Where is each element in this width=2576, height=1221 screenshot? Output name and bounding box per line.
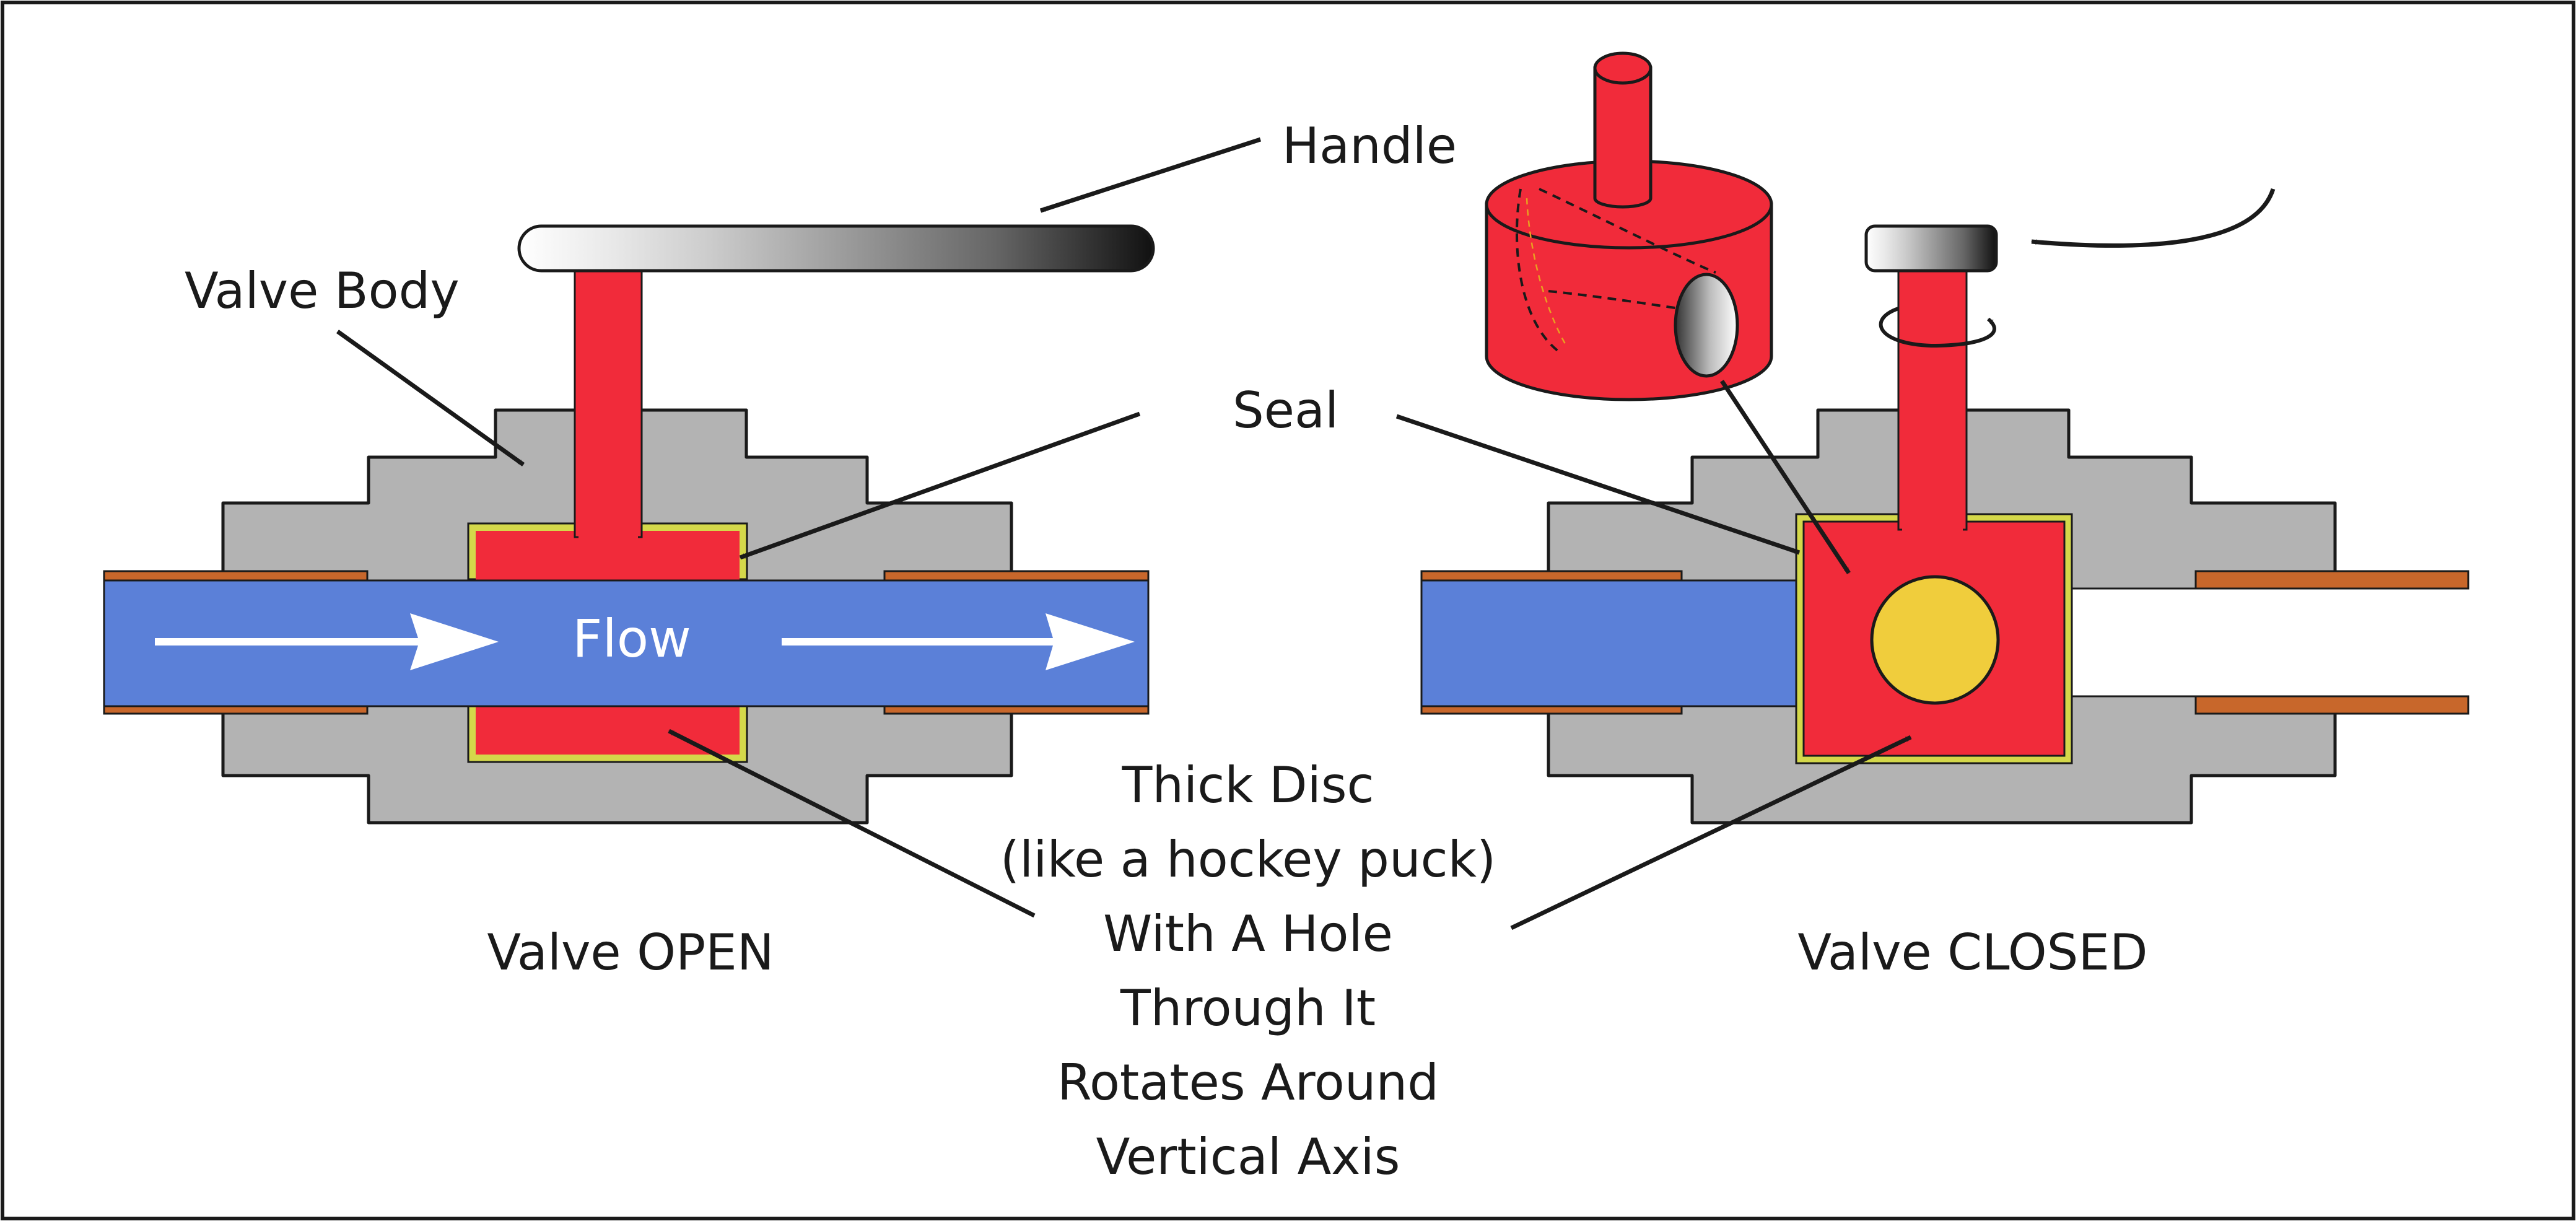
flow-arrow-right xyxy=(782,613,1135,670)
rotation-arrow xyxy=(1879,307,1996,348)
disc-label-line-3: With A Hole xyxy=(1103,905,1393,963)
inset-pointer xyxy=(1720,380,1851,574)
valve-body-pointer xyxy=(336,330,525,466)
disc-3d-hidden-lines-light xyxy=(1526,198,1568,348)
disc-label-line-4: Through It xyxy=(1120,979,1376,1037)
disc-upper-left xyxy=(476,531,740,580)
disc-3d-stem xyxy=(1593,66,1653,209)
flow-arrow-left xyxy=(155,613,499,670)
flow-label: Flow xyxy=(572,608,691,669)
handle-end-view xyxy=(1864,224,1998,273)
flow-channel-right xyxy=(1420,579,1807,707)
disc-pointer-right xyxy=(1510,735,1912,930)
disc-label-line-2: (like a hockey puck) xyxy=(1000,831,1496,888)
handle-label: Handle xyxy=(1282,117,1457,175)
stem-right-fill xyxy=(1902,270,1963,533)
handle-pointer xyxy=(1039,137,1262,213)
handle-bar xyxy=(517,224,1155,273)
seal-pointer-left xyxy=(739,411,1141,560)
valve-closed-assembly xyxy=(1420,188,2469,825)
turn-arrow xyxy=(2031,188,2276,248)
disc-label-line-6: Vertical Axis xyxy=(1096,1128,1400,1186)
valve-closed-label: Valve CLOSED xyxy=(1797,924,2147,981)
valve-body-label: Valve Body xyxy=(185,262,460,320)
seal-label: Seal xyxy=(1233,382,1338,439)
disc-hole xyxy=(1870,575,2000,705)
disc-pointer-left xyxy=(668,729,1036,918)
seal-pointer-right xyxy=(1395,414,1801,555)
disc-3d-stem-top xyxy=(1593,51,1653,85)
outlet-channel-right xyxy=(2063,589,2468,696)
valve-open-label: Valve OPEN xyxy=(487,924,774,981)
stem-left-fill xyxy=(579,273,638,539)
disc-label-line-5: Rotates Around xyxy=(1057,1054,1439,1111)
pointer-lines xyxy=(336,137,1912,930)
disc-label-line-1: Thick Disc xyxy=(1121,756,1374,814)
disc-3d-inset xyxy=(1485,51,1773,401)
pipe-bottom-right-out xyxy=(2194,695,2469,715)
disc-3d-hole xyxy=(1674,273,1739,378)
pipe-top-right-out xyxy=(2194,570,2469,590)
